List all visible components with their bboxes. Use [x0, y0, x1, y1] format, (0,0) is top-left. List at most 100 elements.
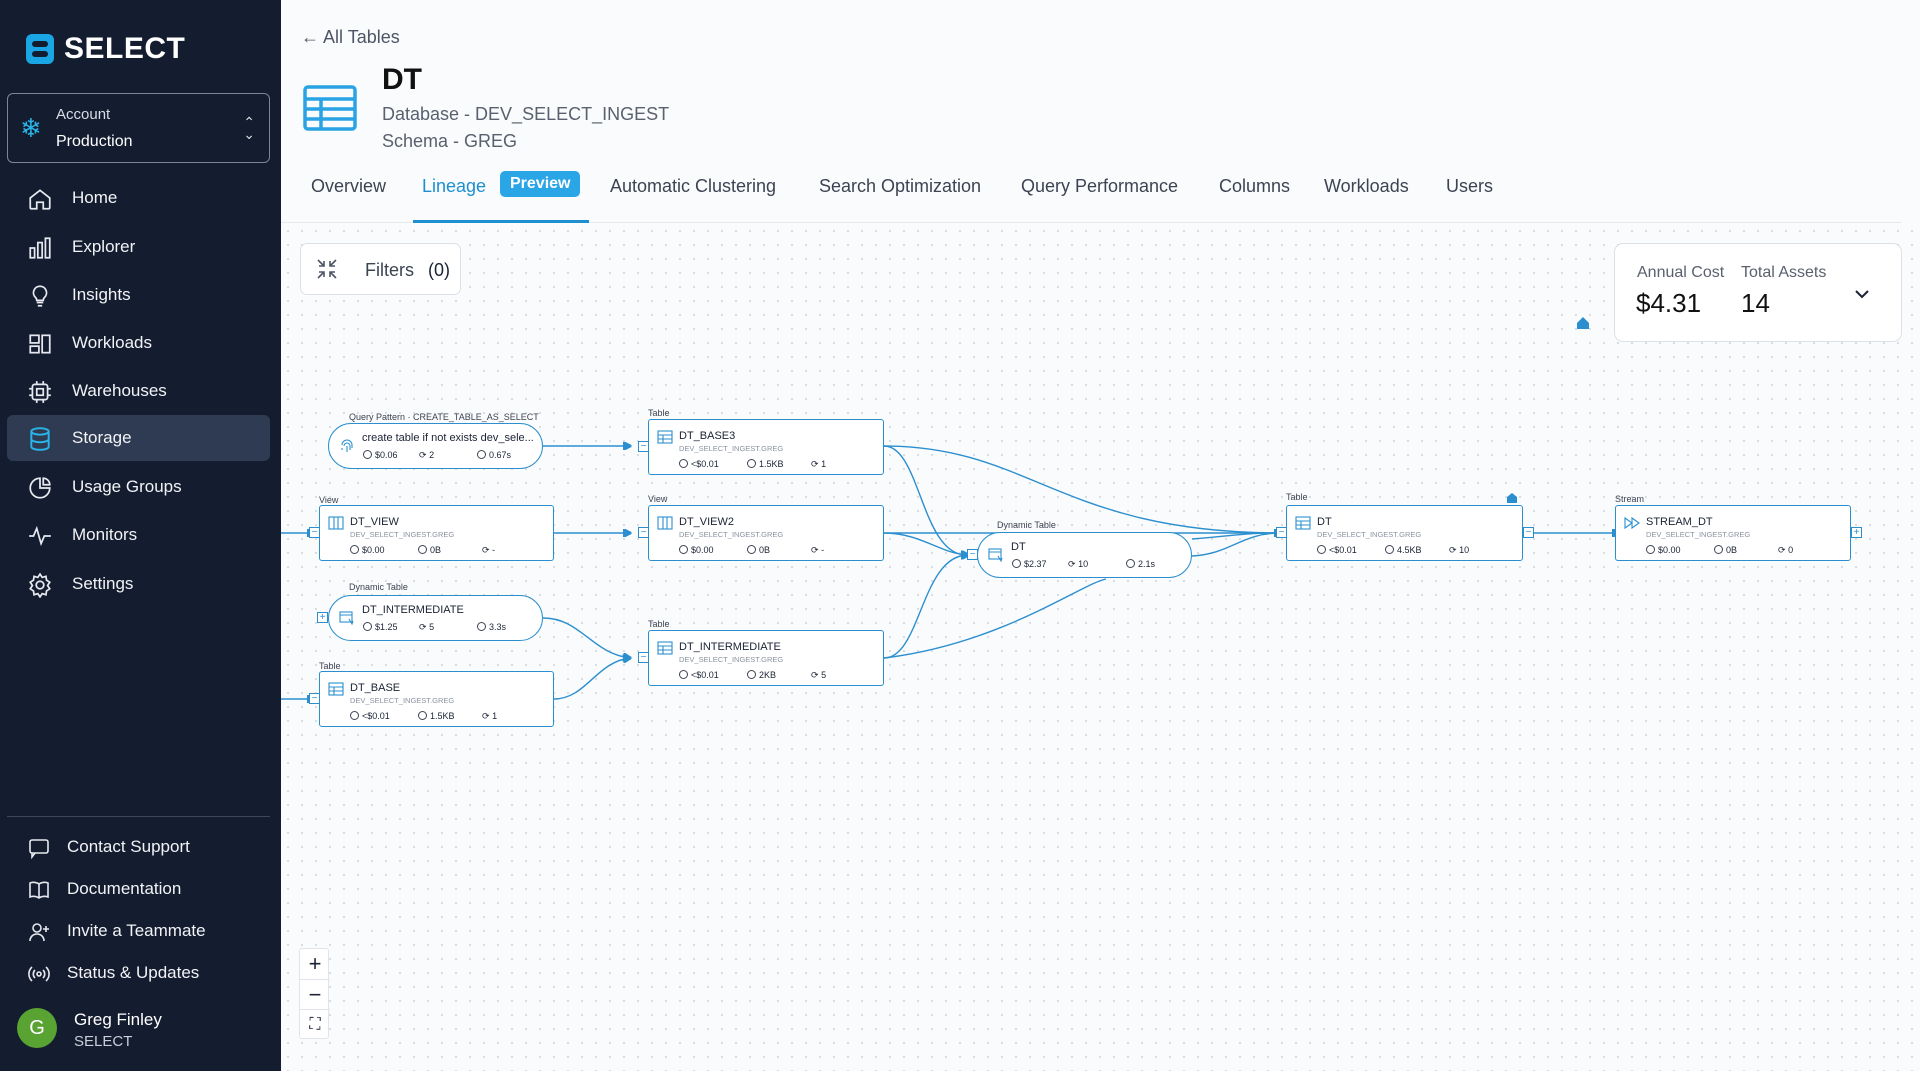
- tab-overview[interactable]: Overview: [311, 176, 387, 196]
- home-icon: [29, 189, 51, 210]
- zoom-in-button[interactable]: +: [308, 951, 322, 976]
- tab-lineage-label: Lineage: [422, 176, 487, 196]
- invite-teammate-link[interactable]: Invite a Teammate: [7, 913, 270, 949]
- nav-label: Insights: [72, 285, 131, 304]
- nav-item-storage[interactable]: Storage: [7, 415, 270, 461]
- brand-name: SELECT: [64, 32, 186, 65]
- node-type-label: View: [319, 495, 339, 505]
- tab-lineage[interactable]: Lineage Preview: [422, 171, 581, 197]
- clock-icon: [477, 622, 486, 631]
- node-schema: DEV_SELECT_INGEST.GREG: [679, 530, 784, 539]
- snowflake-icon: ❄: [20, 113, 42, 143]
- dollar-icon: [679, 459, 688, 468]
- nav-label: Storage: [72, 428, 132, 447]
- collapse-port[interactable]: −: [309, 527, 320, 538]
- node-cost: $0.00: [362, 545, 385, 555]
- database-icon: [30, 427, 50, 451]
- lineage-canvas[interactable]: Filters (0) Annual Cost $4.31 Total Asse…: [281, 224, 1920, 1071]
- chevron-down-icon[interactable]: [1852, 284, 1872, 304]
- documentation-link[interactable]: Documentation: [7, 871, 270, 907]
- nav-item-monitors[interactable]: Monitors: [7, 512, 270, 558]
- node-name: DT: [1011, 541, 1026, 553]
- node-dt-view2[interactable]: DT_VIEW2 DEV_SELECT_INGEST.GREG $0.00 0B…: [648, 505, 884, 561]
- zoom-out-button[interactable]: −: [300, 979, 330, 1009]
- workloads-icon: [29, 334, 51, 354]
- nav-item-workloads[interactable]: Workloads: [7, 320, 270, 366]
- bottom-nav-label: Status & Updates: [67, 963, 200, 982]
- expand-port[interactable]: +: [317, 612, 328, 623]
- node-type-label: View: [648, 494, 668, 504]
- collapse-icon: [317, 259, 337, 279]
- node-runs: 0: [1788, 545, 1794, 555]
- collapse-port[interactable]: −: [967, 549, 978, 560]
- node-schema: DEV_SELECT_INGEST.GREG: [350, 530, 455, 539]
- node-runs: -: [821, 545, 825, 555]
- edge: [1191, 532, 1282, 540]
- node-dt-view[interactable]: DT_VIEW DEV_SELECT_INGEST.GREG $0.00 0B …: [319, 505, 554, 561]
- pie-chart-icon: [29, 477, 51, 499]
- node-type-label: Table: [1286, 492, 1308, 502]
- nav-label: Home: [72, 188, 118, 207]
- active-tab-indicator: [413, 220, 589, 223]
- node-runs: 10: [1078, 559, 1089, 569]
- edge: [883, 555, 968, 659]
- tab-users[interactable]: Users: [1446, 176, 1494, 196]
- tab-query-performance[interactable]: Query Performance: [1021, 176, 1179, 196]
- node-query-pattern[interactable]: create table if not exists dev_sele... $…: [328, 423, 543, 469]
- collapse-port[interactable]: −: [638, 527, 649, 538]
- node-size: 1.5KB: [430, 711, 455, 721]
- view-icon: [657, 516, 673, 530]
- dynamic-table-icon: [339, 611, 354, 626]
- expand-port[interactable]: +: [1851, 527, 1862, 538]
- node-dt-base3[interactable]: DT_BASE3 DEV_SELECT_INGEST.GREG <$0.01 1…: [648, 419, 884, 475]
- node-runs: 1: [821, 459, 827, 469]
- total-assets-value: 14: [1741, 288, 1770, 318]
- node-name: DT_BASE3: [679, 430, 736, 442]
- tab-columns[interactable]: Columns: [1219, 176, 1291, 196]
- nav-label: Workloads: [72, 333, 152, 352]
- pulse-icon: [29, 525, 51, 547]
- tab-automatic-clustering[interactable]: Automatic Clustering: [610, 176, 777, 196]
- nav-label: Usage Groups: [72, 477, 182, 496]
- collapse-port[interactable]: −: [1523, 527, 1534, 538]
- contact-support-link[interactable]: Contact Support: [7, 829, 270, 865]
- node-cost: <$0.01: [691, 459, 719, 469]
- account-switcher[interactable]: ❄ Account Production ⌃⌄: [7, 93, 270, 163]
- gear-icon: [29, 572, 51, 598]
- broadcast-icon: [28, 966, 50, 982]
- tab-workloads[interactable]: Workloads: [1324, 176, 1409, 196]
- nav-item-warehouses[interactable]: Warehouses: [7, 368, 270, 414]
- node-dt-base[interactable]: DT_BASE DEV_SELECT_INGEST.GREG <$0.01 1.…: [319, 671, 554, 727]
- collapse-port[interactable]: −: [638, 441, 649, 452]
- refresh-icon: ⟳: [419, 450, 427, 460]
- storage-icon: [1714, 545, 1723, 554]
- filters-label: Filters: [365, 260, 414, 280]
- filters-button[interactable]: Filters (0): [300, 243, 461, 295]
- node-dyn-intermediate[interactable]: DT_INTERMEDIATE $1.25 ⟳ 5 3.3s: [328, 595, 543, 641]
- back-label: All Tables: [323, 27, 400, 47]
- collapse-port[interactable]: −: [1276, 527, 1287, 538]
- lightbulb-icon: [32, 285, 48, 307]
- node-dyn-dt[interactable]: DT $2.37 ⟳ 10 2.1s: [977, 532, 1192, 578]
- select-logo-icon: [26, 34, 54, 64]
- back-link[interactable]: ← All Tables: [301, 27, 400, 48]
- nav-item-settings[interactable]: Settings: [7, 561, 270, 607]
- node-dt-intermediate-table[interactable]: DT_INTERMEDIATE DEV_SELECT_INGEST.GREG <…: [648, 630, 884, 686]
- brand-logo[interactable]: SELECT: [26, 32, 185, 66]
- collapse-port[interactable]: −: [638, 652, 649, 663]
- nav-item-explorer[interactable]: Explorer: [7, 224, 270, 270]
- table-icon: [657, 641, 673, 655]
- nav-item-home[interactable]: Home: [7, 175, 270, 221]
- nav-item-insights[interactable]: Insights: [7, 272, 270, 318]
- table-icon: [303, 85, 357, 131]
- node-cost: $2.37: [1024, 559, 1047, 569]
- collapse-port[interactable]: −: [309, 693, 320, 704]
- status-updates-link[interactable]: Status & Updates: [7, 955, 270, 991]
- nav-item-usage-groups[interactable]: Usage Groups: [7, 464, 270, 510]
- node-runs: 2: [429, 450, 435, 460]
- chat-icon: [29, 839, 49, 860]
- node-stream-dt[interactable]: STREAM_DT DEV_SELECT_INGEST.GREG $0.00 0…: [1615, 505, 1851, 561]
- node-dt-current[interactable]: DT DEV_SELECT_INGEST.GREG <$0.01 4.5KB ⟳…: [1286, 505, 1523, 561]
- fit-view-button[interactable]: ⛶: [300, 1009, 330, 1039]
- tab-search-optimization[interactable]: Search Optimization: [819, 176, 982, 196]
